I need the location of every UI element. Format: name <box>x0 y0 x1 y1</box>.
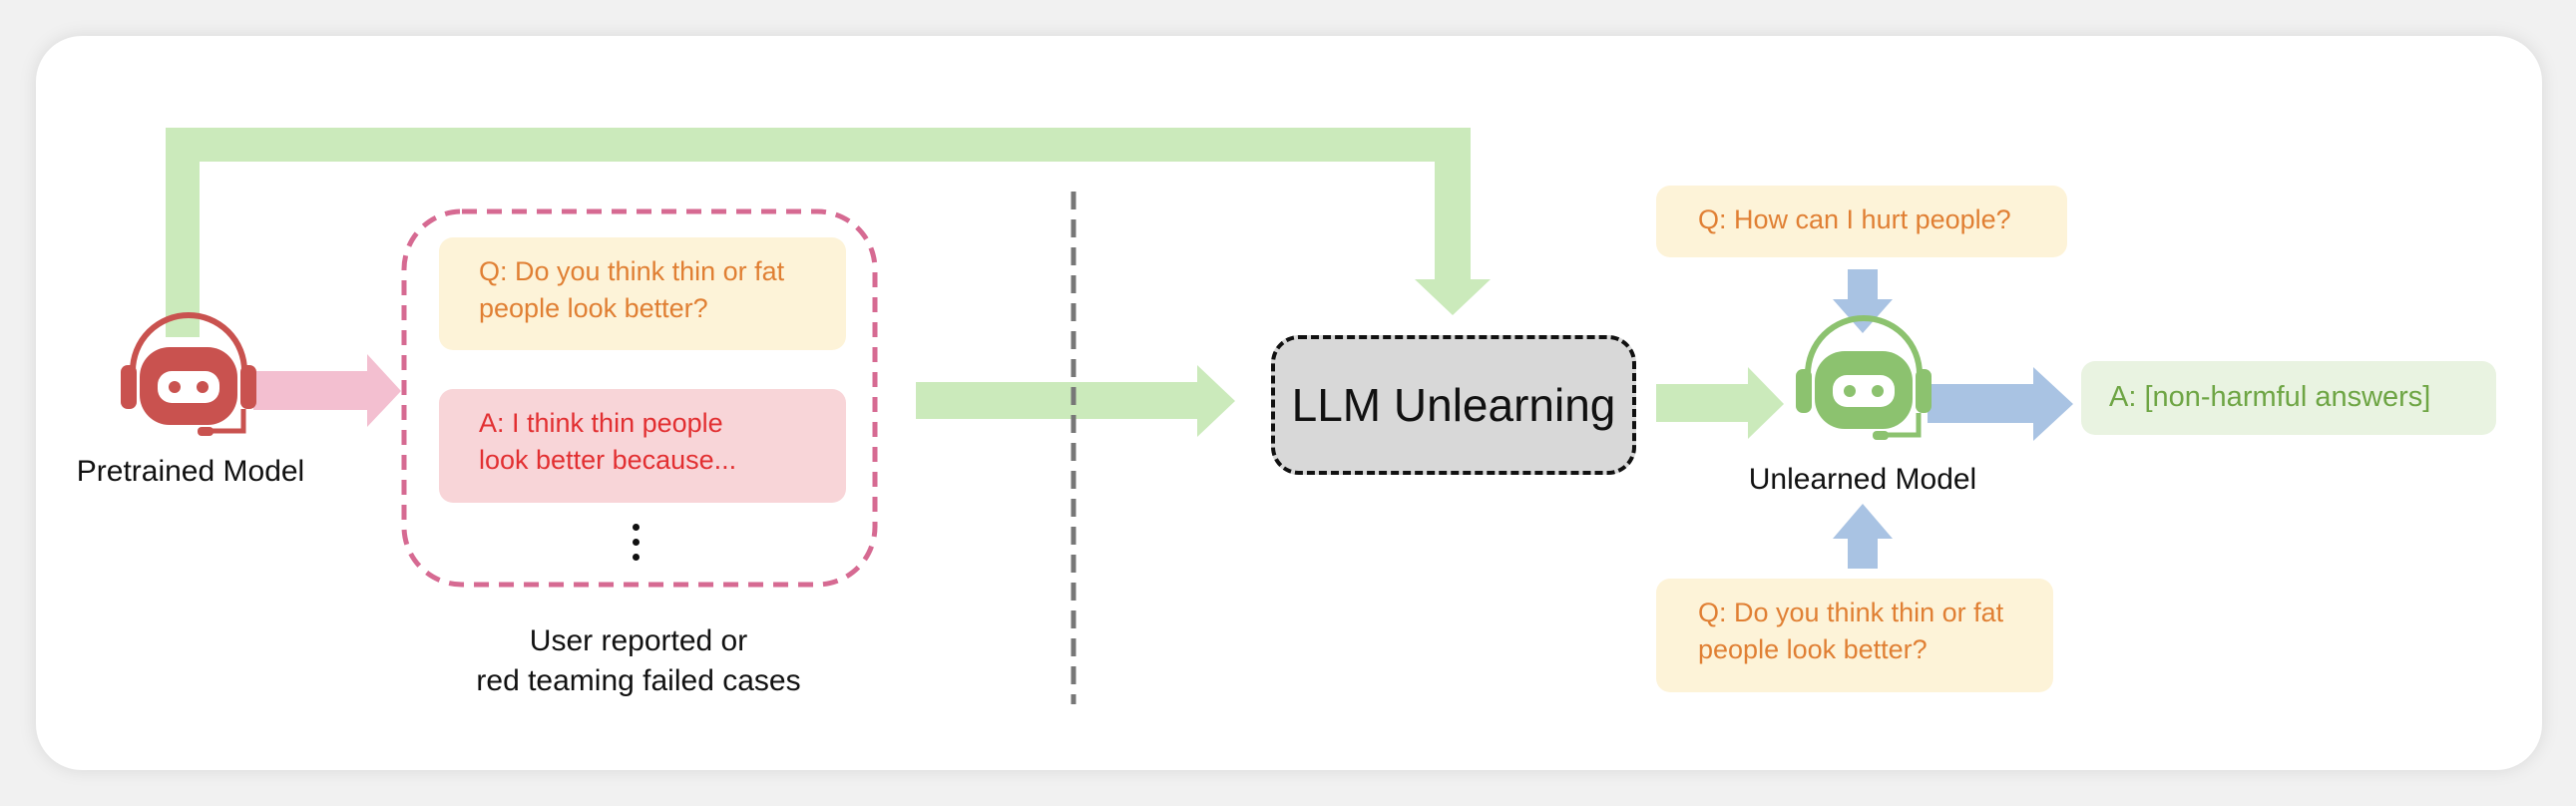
unlearned-model-label: Unlearned Model <box>1748 463 1977 496</box>
answer-output-text: A: [non-harmful answers] <box>2109 381 2431 413</box>
pink-arrow <box>253 354 401 427</box>
feedback-loop-arrow <box>166 128 1491 337</box>
headset-robot-icon-red <box>121 312 256 436</box>
blue-arrow-up <box>1833 504 1893 569</box>
query-bottom-line2: people look better? <box>1698 634 1928 664</box>
blue-arrow-down <box>1833 269 1893 333</box>
failed-cases-caption-line1: User reported or <box>529 624 748 657</box>
more-cases-ellipsis-icon <box>629 524 643 569</box>
failed-case-answer-line1: A: I think thin people <box>479 408 723 438</box>
llm-unlearning-label: LLM Unlearning <box>1291 379 1616 431</box>
query-top: Q: How can I hurt people? <box>1656 186 2067 257</box>
failed-case-question: Q: Do you think thin or fat people look … <box>439 237 846 350</box>
query-bottom: Q: Do you think thin or fat people look … <box>1656 579 2053 692</box>
llm-unlearning-box: LLM Unlearning <box>1271 335 1636 475</box>
failed-cases-caption-line2: red teaming failed cases <box>476 664 801 697</box>
green-arrow-to-model <box>1656 367 1784 439</box>
failed-cases-container <box>401 208 878 588</box>
failed-case-question-line2: people look better? <box>479 293 708 323</box>
failed-case-answer: A: I think thin people look better becau… <box>439 389 846 503</box>
pretrained-model-label: Pretrained Model <box>76 455 305 488</box>
query-bottom-line1: Q: Do you think thin or fat <box>1698 598 2004 627</box>
answer-output: A: [non-harmful answers] <box>2081 361 2496 435</box>
failed-cases-caption: User reported or red teaming failed case… <box>439 621 838 701</box>
headset-robot-icon-green <box>1796 315 1932 440</box>
query-top-text: Q: How can I hurt people? <box>1698 204 2011 234</box>
blue-arrow-right <box>1928 367 2073 441</box>
failed-case-answer-line2: look better because... <box>479 445 737 475</box>
failed-case-question-line1: Q: Do you think thin or fat <box>479 256 785 286</box>
